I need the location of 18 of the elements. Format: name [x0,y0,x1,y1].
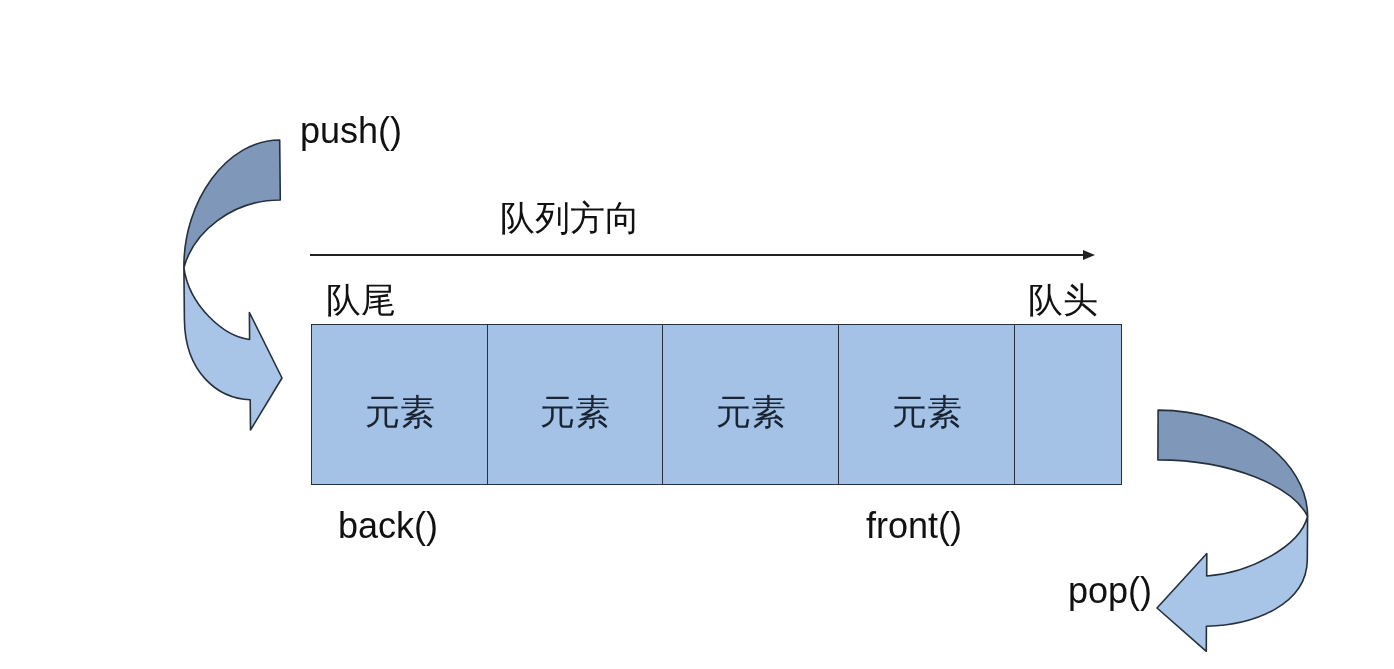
queue-cell [487,324,663,485]
cell-text: 元素 [715,394,786,429]
method-label: back() [338,508,439,544]
method-label: front() [866,508,962,544]
curved-arrow [183,139,283,431]
cell-text: 元素 [364,394,435,429]
method-label: push() [300,113,403,149]
queue-cell [311,324,488,485]
queue-end-label: 队尾 [326,282,396,317]
cell-text: 元素 [540,394,610,429]
method-label: pop() [1068,573,1153,609]
queue-cell [838,324,1015,485]
cell-text: 元素 [891,394,962,429]
queue-cell [1014,324,1122,485]
direction-label: 队列方向 [500,200,640,235]
queue-cell [662,324,839,485]
curved-arrow [1156,409,1309,653]
queue-end-label: 队头 [1028,282,1098,317]
